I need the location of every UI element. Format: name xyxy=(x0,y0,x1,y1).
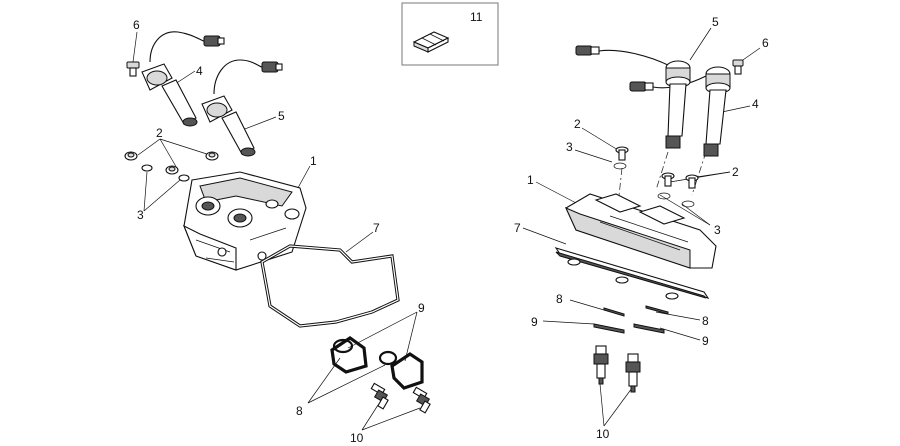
callout-8-right-a: 8 xyxy=(556,292,563,306)
ignition-coil-4-left xyxy=(141,31,225,127)
callout-5-right: 5 xyxy=(712,15,719,29)
callout-6-left: 6 xyxy=(133,18,140,32)
spark-plugs-left xyxy=(370,382,431,414)
ignition-coil-5-right xyxy=(665,60,691,149)
callout-3-right-b: 3 xyxy=(714,223,721,237)
callout-7-right: 7 xyxy=(514,221,521,235)
callout-3-right-a: 3 xyxy=(566,140,573,154)
inset-box-11: 11 xyxy=(401,2,499,66)
callout-11: 11 xyxy=(470,10,483,24)
gasket-7-right xyxy=(554,247,710,300)
callout-8-left: 8 xyxy=(296,404,303,418)
callout-7-left: 7 xyxy=(373,221,380,235)
callout-2-right-b: 2 xyxy=(732,165,739,179)
seals-left xyxy=(330,336,424,390)
gasket-7-left xyxy=(260,244,400,328)
callout-10-left: 10 xyxy=(350,431,364,445)
valve-cover-1-right xyxy=(565,193,717,269)
callout-4-right: 4 xyxy=(752,97,759,111)
callout-8-right-b: 8 xyxy=(702,314,709,328)
bolts-and-washers-right xyxy=(613,146,699,208)
callout-5-left: 5 xyxy=(278,109,285,123)
bolt-6-left xyxy=(126,61,140,77)
callout-9-right-b: 9 xyxy=(702,334,709,348)
callout-3-left: 3 xyxy=(137,208,144,222)
callout-1-left: 1 xyxy=(310,154,317,168)
spark-plugs-right xyxy=(593,345,641,393)
bolts-and-washers-left xyxy=(124,151,219,182)
ignition-coil-5-left xyxy=(201,59,283,157)
callout-9-right-a: 9 xyxy=(531,315,538,329)
valve-cover-1-left xyxy=(182,171,307,271)
seals-right xyxy=(593,305,669,334)
right-assembly: 5 6 4 2 3 1 2 3 7 8 9 8 9 10 xyxy=(514,15,769,441)
ignition-coil-4-right xyxy=(703,66,731,157)
bolt-6-right xyxy=(732,59,744,75)
callout-4-left: 4 xyxy=(196,64,203,78)
left-assembly: 6 4 5 2 1 3 7 9 8 10 xyxy=(124,18,431,445)
callout-10-right: 10 xyxy=(596,427,610,441)
callout-9-left: 9 xyxy=(418,301,425,315)
callout-6-right: 6 xyxy=(762,36,769,50)
clip-part-11 xyxy=(412,31,450,53)
right-leader-lines xyxy=(522,27,761,427)
callout-2-left: 2 xyxy=(156,126,163,140)
callout-1-right: 1 xyxy=(527,173,534,187)
callout-2-right-a: 2 xyxy=(574,117,581,131)
